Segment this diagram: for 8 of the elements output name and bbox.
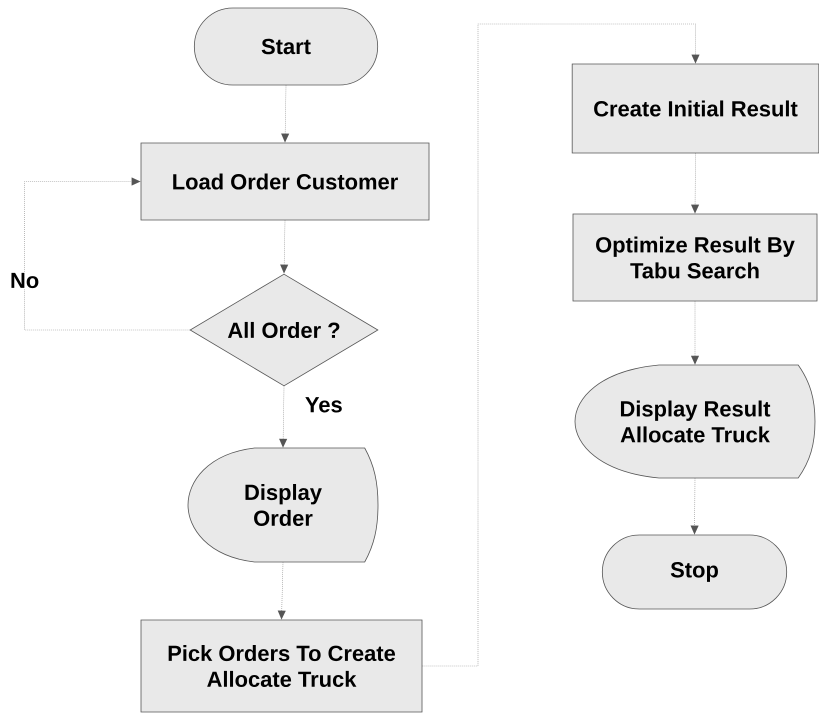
process-box: Pick Orders To Create Allocate Truck — [140, 620, 422, 712]
edge-label: Yes — [305, 397, 342, 412]
arrow — [24, 177, 190, 330]
edge-label: No — [9, 272, 40, 290]
arrow — [422, 24, 700, 666]
process-box: Create Initial Result — [572, 64, 819, 154]
process-box: Optimize Result By Tabu Search — [572, 214, 818, 302]
process-box: Load Order Customer — [140, 142, 430, 220]
